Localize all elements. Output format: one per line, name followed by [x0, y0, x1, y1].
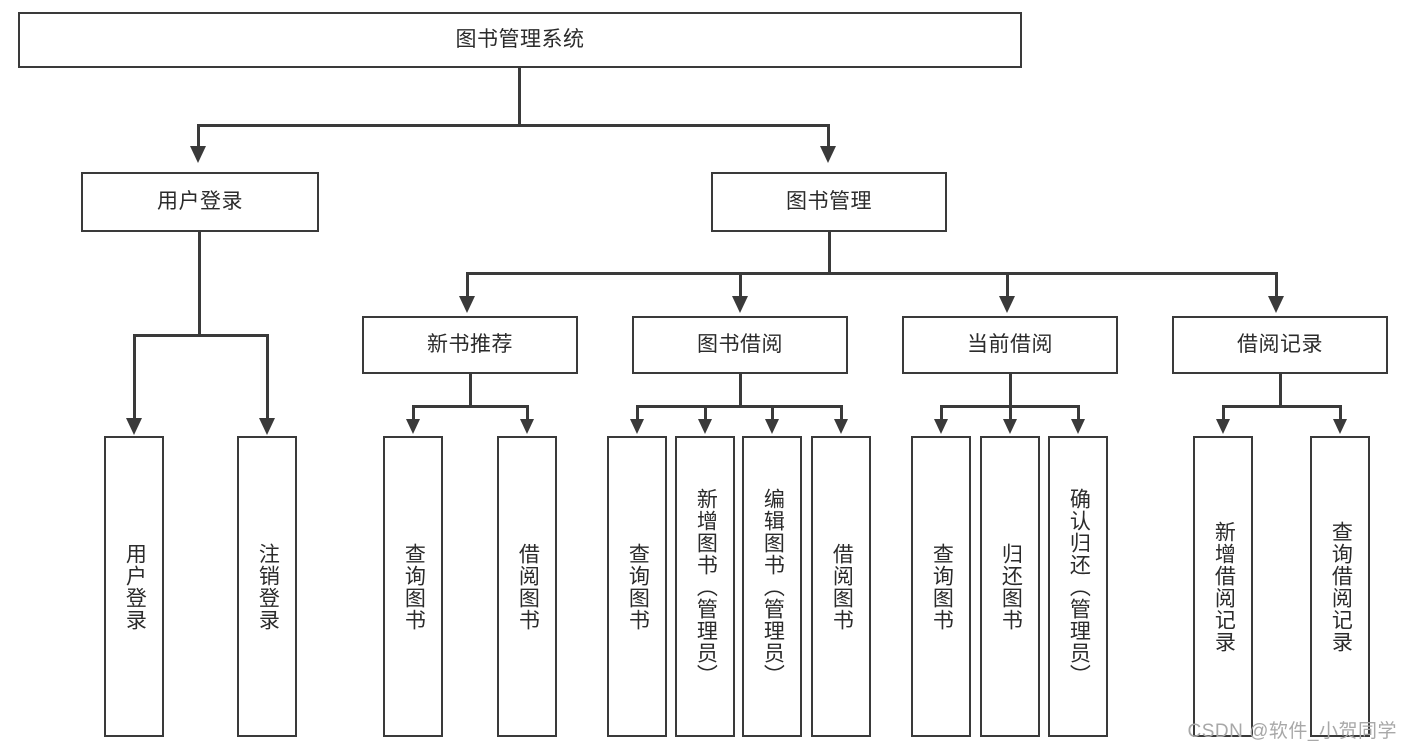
connector-root-drop-left	[197, 124, 200, 146]
connector-user-login-stem	[198, 232, 201, 334]
arrow-to-leaf-nb-query	[406, 419, 420, 434]
connector-bm-drop-2	[739, 272, 742, 296]
connector-user-login-drop-1	[133, 334, 136, 418]
connector-bb-drop-4	[840, 405, 843, 419]
arrow-to-leaf-logout	[259, 418, 275, 435]
connector-user-login-bus	[133, 334, 268, 337]
leaf-new-book-borrow[interactable]: 借阅图书	[497, 436, 557, 737]
arrow-to-leaf-bb-add	[698, 419, 712, 434]
node-user-login-label: 用户登录	[157, 189, 243, 213]
arrow-to-borrow-record	[1268, 296, 1284, 313]
connector-root-bus	[197, 124, 830, 127]
connector-br-drop-2	[1339, 405, 1342, 419]
leaf-logout[interactable]: 注销登录	[237, 436, 297, 737]
arrow-to-leaf-br-add	[1216, 419, 1230, 434]
arrow-to-leaf-bb-borrow	[834, 419, 848, 434]
node-book-borrow-label: 图书借阅	[697, 332, 783, 356]
leaf-book-borrow-borrow-label: 借阅图书	[830, 542, 854, 631]
leaf-current-borrow-return[interactable]: 归还图书	[980, 436, 1040, 737]
connector-book-manage-stem	[828, 232, 831, 272]
leaf-current-borrow-confirm-label: 确认归还（管理员）	[1067, 487, 1091, 686]
connector-new-book-stem	[469, 374, 472, 405]
leaf-borrow-record-add[interactable]: 新增借阅记录	[1193, 436, 1253, 737]
node-book-manage-label: 图书管理	[786, 189, 872, 213]
arrow-to-leaf-user-login	[126, 418, 142, 435]
leaf-book-borrow-query-label: 查询图书	[626, 542, 650, 631]
connector-current-borrow-stem	[1009, 374, 1012, 405]
leaf-borrow-record-add-label: 新增借阅记录	[1212, 520, 1236, 653]
connector-borrow-record-bus	[1222, 405, 1342, 408]
connector-nb-drop-2	[526, 405, 529, 419]
connector-borrow-record-stem	[1279, 374, 1282, 405]
node-new-book-label: 新书推荐	[427, 332, 513, 356]
leaf-logout-label: 注销登录	[256, 542, 280, 631]
leaf-book-borrow-query[interactable]: 查询图书	[607, 436, 667, 737]
connector-new-book-bus	[412, 405, 529, 408]
connector-root-stem	[518, 68, 521, 124]
connector-book-manage-bus	[466, 272, 1278, 275]
leaf-current-borrow-return-label: 归还图书	[999, 542, 1023, 631]
connector-cb-drop-3	[1077, 405, 1080, 419]
leaf-new-book-borrow-label: 借阅图书	[516, 542, 540, 631]
connector-cb-drop-2	[1009, 405, 1012, 419]
arrow-to-book-borrow	[732, 296, 748, 313]
node-current-borrow-label: 当前借阅	[967, 332, 1053, 356]
connector-user-login-drop-2	[266, 334, 269, 418]
connector-nb-drop-1	[412, 405, 415, 419]
arrow-to-leaf-nb-borrow	[520, 419, 534, 434]
leaf-new-book-query[interactable]: 查询图书	[383, 436, 443, 737]
leaf-current-borrow-confirm[interactable]: 确认归还（管理员）	[1048, 436, 1108, 737]
leaf-book-borrow-add[interactable]: 新增图书（管理员）	[675, 436, 735, 737]
node-book-manage[interactable]: 图书管理	[711, 172, 947, 232]
leaf-book-borrow-add-label: 新增图书（管理员）	[694, 487, 718, 686]
connector-book-borrow-stem	[739, 374, 742, 405]
node-current-borrow[interactable]: 当前借阅	[902, 316, 1118, 374]
connector-bm-drop-4	[1275, 272, 1278, 296]
leaf-book-borrow-borrow[interactable]: 借阅图书	[811, 436, 871, 737]
arrow-to-new-book	[459, 296, 475, 313]
node-root[interactable]: 图书管理系统	[18, 12, 1022, 68]
connector-bb-drop-1	[636, 405, 639, 419]
arrow-to-leaf-cb-confirm	[1071, 419, 1085, 434]
arrow-to-leaf-cb-return	[1003, 419, 1017, 434]
leaf-book-borrow-edit[interactable]: 编辑图书（管理员）	[742, 436, 802, 737]
connector-bm-drop-3	[1006, 272, 1009, 296]
node-borrow-record-label: 借阅记录	[1237, 332, 1323, 356]
arrow-to-current-borrow	[999, 296, 1015, 313]
connector-bm-drop-1	[466, 272, 469, 296]
node-borrow-record[interactable]: 借阅记录	[1172, 316, 1388, 374]
leaf-current-borrow-query-label: 查询图书	[930, 542, 954, 631]
arrow-to-leaf-bb-query	[630, 419, 644, 434]
leaf-borrow-record-query[interactable]: 查询借阅记录	[1310, 436, 1370, 737]
leaf-user-login[interactable]: 用户登录	[104, 436, 164, 737]
connector-cb-drop-1	[940, 405, 943, 419]
connector-root-drop-right	[827, 124, 830, 146]
connector-bb-drop-2	[704, 405, 707, 419]
watermark: CSDN @软件_小贺同学	[1187, 721, 1397, 742]
node-book-borrow[interactable]: 图书借阅	[632, 316, 848, 374]
leaf-borrow-record-query-label: 查询借阅记录	[1329, 520, 1353, 653]
node-user-login[interactable]: 用户登录	[81, 172, 319, 232]
arrow-to-leaf-cb-query	[934, 419, 948, 434]
arrow-to-book-manage	[820, 146, 836, 163]
leaf-book-borrow-edit-label: 编辑图书（管理员）	[761, 487, 785, 686]
connector-bb-drop-3	[771, 405, 774, 419]
leaf-user-login-label: 用户登录	[123, 542, 147, 631]
leaf-new-book-query-label: 查询图书	[402, 542, 426, 631]
node-root-label: 图书管理系统	[455, 27, 585, 51]
connector-br-drop-1	[1222, 405, 1225, 419]
leaf-current-borrow-query[interactable]: 查询图书	[911, 436, 971, 737]
arrow-to-user-login	[190, 146, 206, 163]
node-new-book[interactable]: 新书推荐	[362, 316, 578, 374]
connector-book-borrow-bus	[636, 405, 843, 408]
arrow-to-leaf-br-query	[1333, 419, 1347, 434]
arrow-to-leaf-bb-edit	[765, 419, 779, 434]
